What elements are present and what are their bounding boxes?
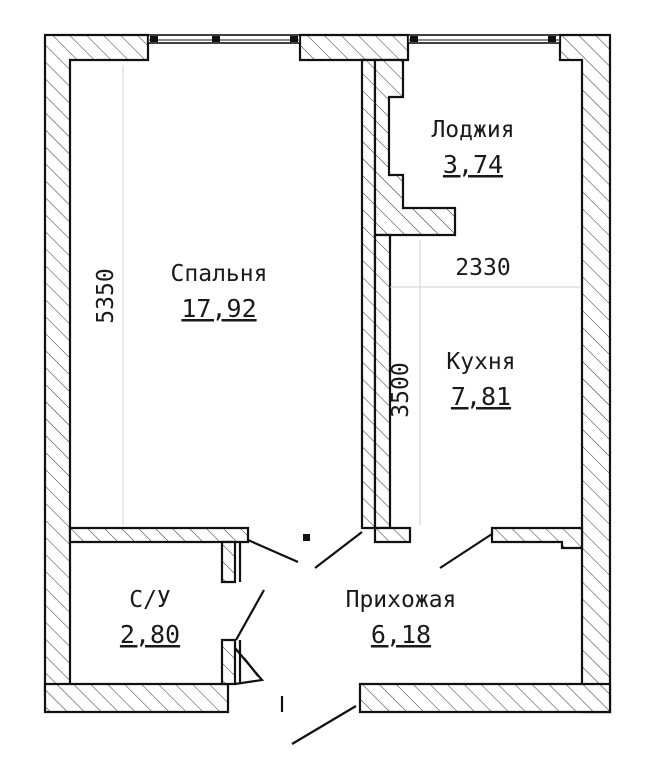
room-name: Лоджия	[431, 117, 514, 143]
room-area: 7,81	[451, 382, 511, 411]
dimension-guides	[122, 65, 580, 525]
room-name: Спальня	[171, 261, 268, 287]
bathroom-door-leaf	[235, 589, 265, 641]
doors	[235, 531, 493, 745]
dimension-kitchen-width: 2330	[455, 255, 510, 281]
room-area: 6,18	[371, 620, 431, 649]
room-area: 17,92	[181, 294, 256, 323]
room-name: Кухня	[446, 349, 515, 375]
room-area: 2,80	[120, 620, 180, 649]
room-area: 3,74	[443, 150, 503, 179]
exterior-walls	[43, 33, 612, 714]
entrance-door-leaf	[291, 705, 357, 745]
kitchen-door-leaf	[439, 533, 493, 569]
room-bathroom: С/У 2,80	[120, 587, 180, 649]
interior-walls	[68, 58, 584, 686]
column-marker	[303, 534, 310, 541]
room-name: Прихожая	[346, 587, 457, 613]
dimension-bedroom-length: 5350	[93, 268, 119, 323]
room-name: С/У	[129, 587, 171, 613]
bedroom-window	[147, 34, 301, 44]
room-hallway: Прихожая 6,18	[346, 587, 457, 649]
bedroom-door-leaf	[247, 538, 299, 564]
dimension-kitchen-length: 3500	[388, 362, 414, 417]
room-bedroom: Спальня 17,92	[171, 261, 268, 323]
loggia-window	[407, 34, 561, 44]
hallway-door-leaf	[314, 531, 363, 569]
room-loggia: Лоджия 3,74	[431, 117, 514, 179]
room-kitchen: Кухня 7,81	[446, 349, 515, 411]
